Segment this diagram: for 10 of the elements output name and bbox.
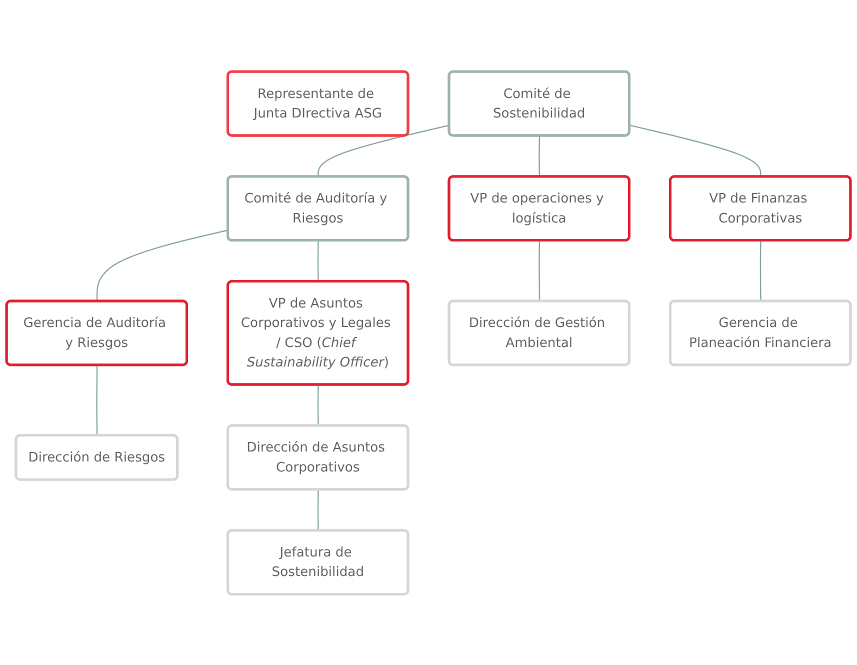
connector	[538, 135, 540, 176]
connector	[317, 489, 319, 530]
connector	[318, 124, 450, 176]
connector	[96, 364, 98, 436]
connector	[317, 384, 319, 426]
connector	[760, 240, 762, 301]
connector	[630, 124, 762, 176]
connector	[96, 229, 228, 301]
connector	[317, 240, 319, 282]
connector	[538, 240, 540, 301]
